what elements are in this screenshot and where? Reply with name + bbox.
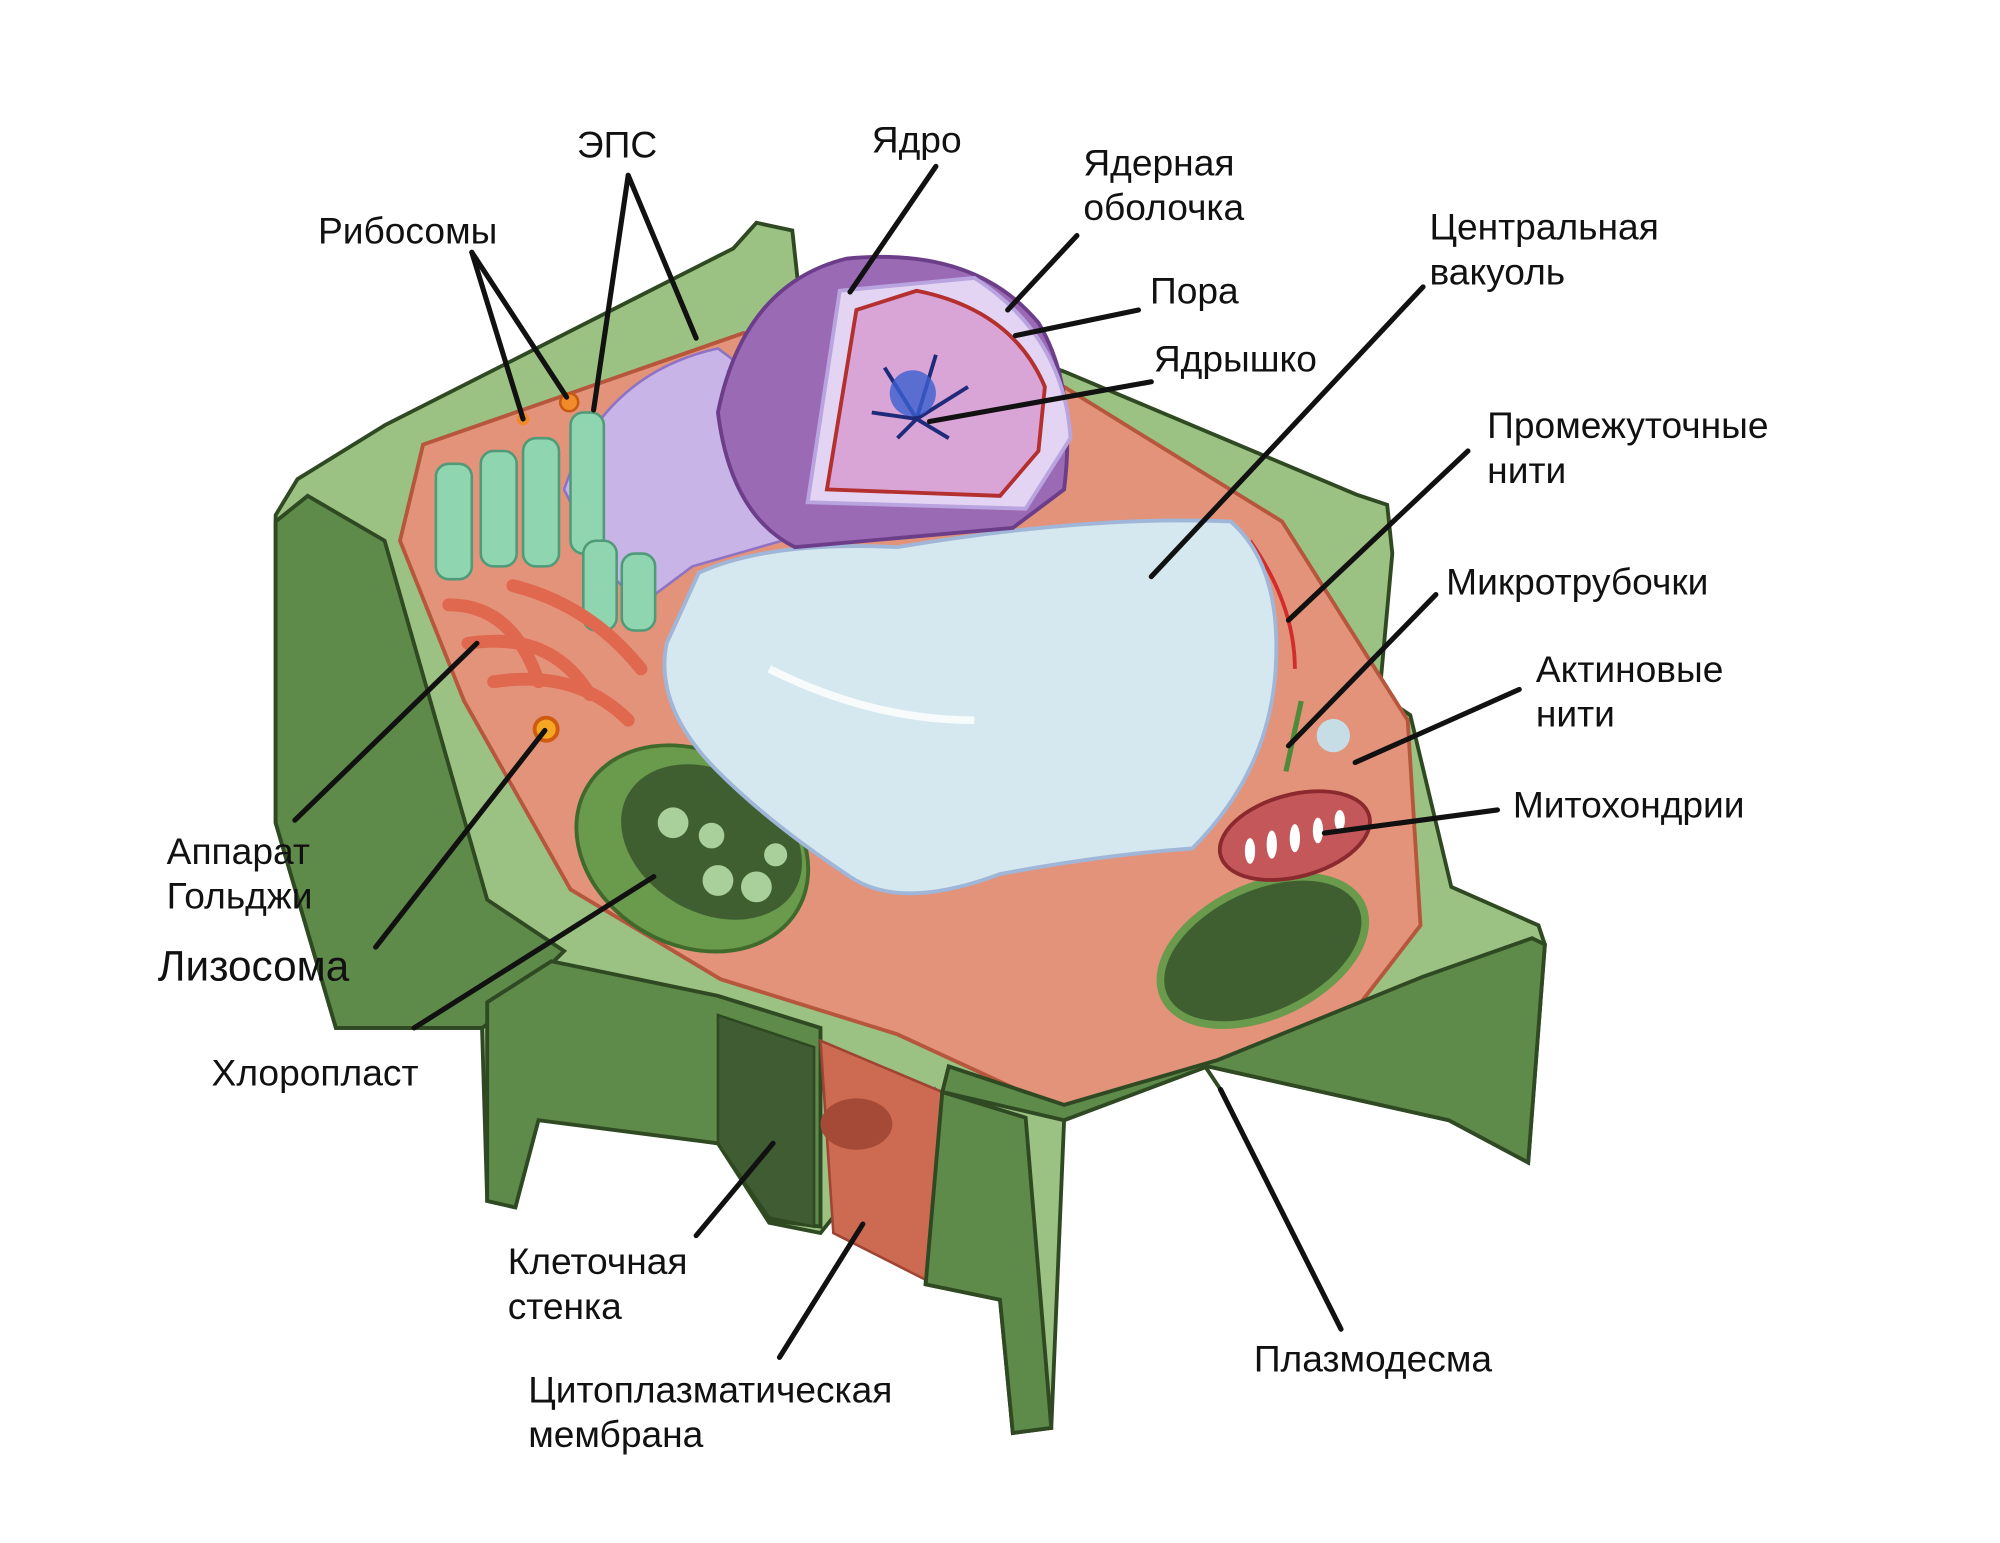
pointer-er-a (591, 172, 631, 413)
pointer-er-b (625, 172, 699, 341)
label-ribosomes: Рибосомы (318, 209, 497, 251)
pointer-actin (1352, 686, 1522, 766)
pointer-cell-wall (693, 1140, 776, 1239)
vacuole-highlight (767, 665, 975, 725)
cell-wall-front-inner (716, 1013, 816, 1229)
label-chloroplast: Хлоропласт (212, 1052, 419, 1094)
pointer-nucleus (847, 163, 939, 295)
cell-wall-front-right-lower (923, 1089, 1054, 1436)
label-golgi-2: Гольджи (167, 875, 313, 917)
nucleolus-core (889, 370, 936, 417)
pointer-chloroplast (411, 874, 657, 1031)
pointer-lysosome (373, 727, 548, 950)
label-cell-wall-2: стенка (508, 1285, 622, 1327)
microtubule (1283, 700, 1304, 773)
pointer-microtubules (1285, 592, 1439, 749)
label-intermediate-filaments-2: нити (1487, 449, 1566, 491)
cut-organelle (820, 1098, 893, 1150)
pointer-ribosomes-b (469, 249, 570, 400)
label-golgi-1: Аппарат (167, 830, 310, 872)
pointer-intermediate-filaments (1285, 448, 1471, 623)
pointer-vacuole (1148, 284, 1426, 580)
cristae (1244, 809, 1345, 864)
plasmodesma-mark (1203, 1065, 1223, 1091)
label-nuclear-envelope-1: Ядерная (1083, 141, 1234, 183)
label-plasma-membrane-2: мембрана (528, 1413, 703, 1455)
label-microtubules: Микротрубочки (1446, 561, 1708, 603)
cell-wall-front-right (939, 936, 1547, 1166)
vesicle (1316, 718, 1350, 753)
golgi-apparatus (442, 579, 648, 727)
label-pore: Пора (1150, 270, 1239, 312)
pointer-nucleolus (926, 379, 1154, 425)
label-cell-wall-1: Клеточная (508, 1240, 688, 1282)
pointer-nuclear-envelope (1005, 233, 1080, 313)
pointer-mitochondria (1321, 807, 1500, 836)
label-plasmodesma: Плазмодесма (1254, 1338, 1493, 1380)
label-nucleus: Ядро (872, 118, 962, 160)
pointer-ribosomes-a (469, 249, 526, 422)
pointer-plasma-membrane (776, 1221, 866, 1360)
pointer-golgi (292, 640, 480, 823)
label-plasma-membrane-1: Цитоплазматическая (528, 1368, 892, 1410)
pointer-pore (1012, 307, 1142, 339)
label-intermediate-filaments-1: Промежуточные (1487, 404, 1768, 446)
label-er: ЭПС (577, 123, 657, 165)
label-actin-filaments-2: нити (1536, 693, 1615, 735)
chloroplast (1156, 873, 1370, 1029)
label-nuclear-envelope-2: оболочка (1083, 186, 1244, 228)
ribosome-cluster (434, 411, 657, 632)
central-vacuole (662, 518, 1279, 896)
label-central-vacuole-1: Центральная (1429, 205, 1658, 247)
intermediate-filaments (1248, 539, 1297, 669)
pointer-plasmodesma (1217, 1086, 1344, 1332)
label-mitochondria: Митохондрии (1513, 784, 1745, 826)
label-nucleolus: Ядрышко (1154, 337, 1317, 379)
label-central-vacuole-2: вакуоль (1429, 250, 1565, 292)
label-actin-filaments-1: Актиновые (1536, 648, 1724, 690)
label-lysosome: Лизосома (158, 942, 350, 989)
pointer-lines (292, 163, 1522, 1360)
thylakoid-stacks (657, 807, 788, 903)
